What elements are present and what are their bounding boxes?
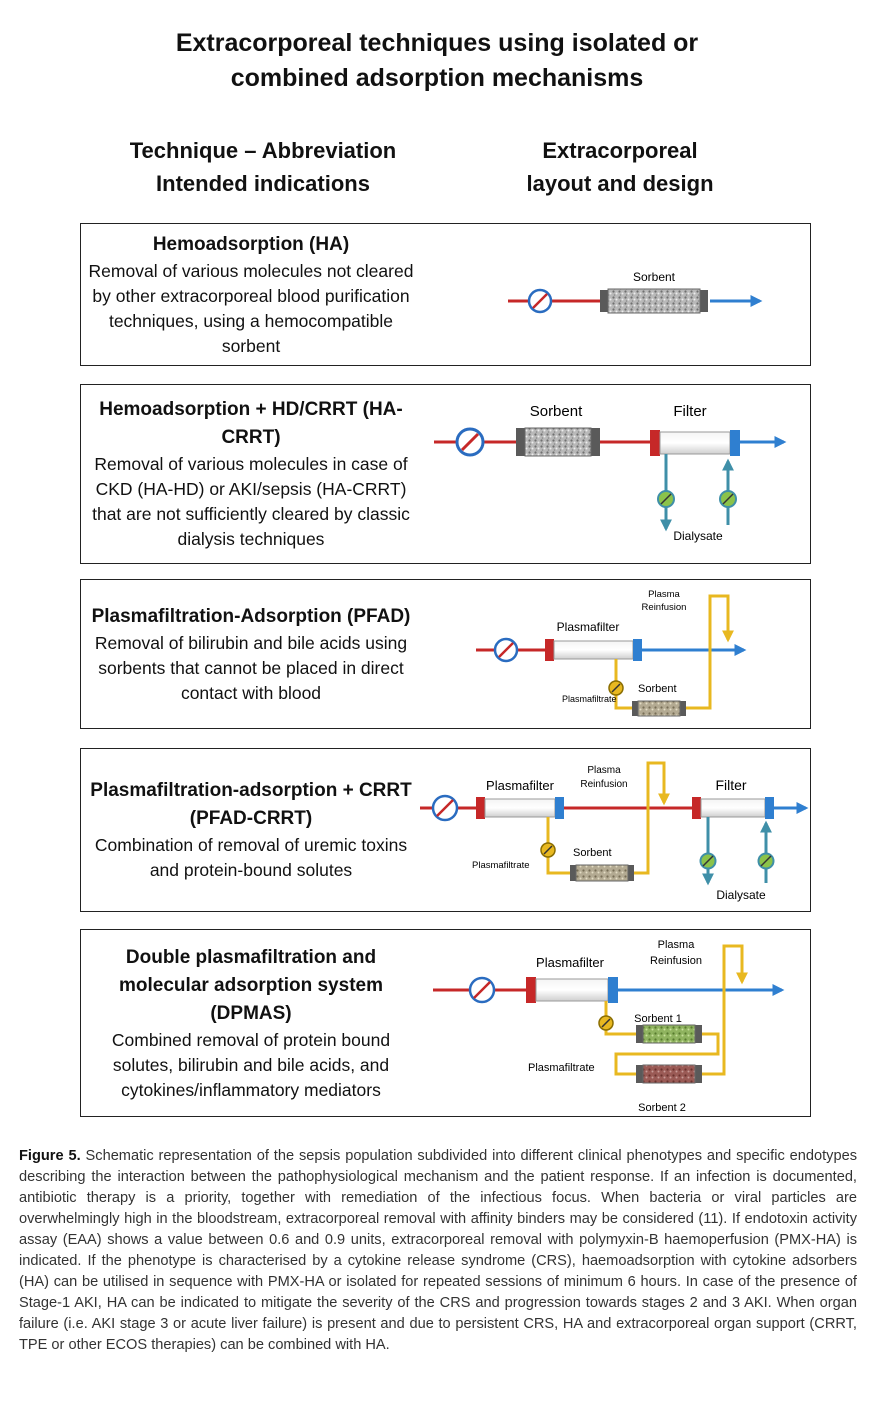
panel-dpmas: Double plasmafiltration and molecular ad… <box>80 929 811 1117</box>
panel-ha-crrt-text: Hemoadsorption + HD/CRRT (HA-CRRT) Remov… <box>81 385 421 563</box>
panel-title: Plasmafiltration-Adsorption (PFAD) <box>91 605 411 627</box>
plasmafiltrate-line <box>546 817 570 875</box>
panel-pfad-crrt-text: Plasmafiltration-adsorption + CRRT (PFAD… <box>81 749 421 911</box>
plasmafilter-label: Plasmafilter <box>557 620 620 634</box>
plasmafilter-icon <box>526 977 618 1003</box>
sorbent-label: Sorbent <box>530 403 583 420</box>
plasmafiltrate-label: Plasmafiltrate <box>472 860 530 871</box>
blood-pump-icon <box>468 976 496 1004</box>
panel-description: Combined removal of protein bound solute… <box>111 1029 391 1100</box>
blood-pump-icon <box>493 637 519 663</box>
figure-caption-text: Schematic representation of the sepsis p… <box>19 1148 857 1353</box>
figure-caption-label: Figure 5. <box>19 1148 81 1164</box>
sorbent1-label: Sorbent 1 <box>634 1013 682 1025</box>
blood-pump-icon <box>431 794 459 822</box>
panel-description: Removal of various molecules not cleared… <box>88 260 414 356</box>
figure-title-line1: Extracorporeal techniques using isolated… <box>175 29 699 57</box>
hemofilter-icon <box>650 430 740 456</box>
sorbent-cartridge-icon <box>516 427 600 457</box>
sorbent-label: Sorbent <box>573 847 612 859</box>
dialysate-label: Dialysate <box>673 529 723 543</box>
pfad-crrt-diagram: Plasmafilter Plasma Reinfusion Filter So… <box>420 761 809 902</box>
panel-ha-crrt: Hemoadsorption + HD/CRRT (HA-CRRT) Remov… <box>80 384 811 564</box>
ha-diagram: Sorbent <box>508 270 763 314</box>
panel-title: Double plasmafiltration and molecular ad… <box>119 946 383 1024</box>
dpmas-diagram: Plasmafilter Plasma Reinfusion Sorbent 1… <box>433 939 785 1114</box>
figure-title: Extracorporeal techniques using isolated… <box>0 26 874 96</box>
panel-pfad: Plasmafiltration-Adsorption (PFAD) Remov… <box>80 579 811 729</box>
sorbent2-label: Sorbent 2 <box>638 1102 686 1114</box>
plasma-pump-icon <box>598 1015 614 1031</box>
plasma-pump-icon <box>608 680 624 696</box>
panel-ha: Hemoadsorption (HA) Removal of various m… <box>80 223 811 366</box>
column-header-technique-line1: Technique – Abbreviation <box>129 138 397 163</box>
plasma-reinfusion-arrow <box>702 944 748 1076</box>
sorbent-cartridge-icon <box>570 864 634 882</box>
plasma-reinfusion-label-line2: Reinfusion <box>642 602 687 613</box>
plasma-pump-icon <box>540 842 556 858</box>
sorbent-label: Sorbent <box>638 683 677 695</box>
dialysate-pump-icon <box>657 490 675 508</box>
figure-title-line2: combined adsorption mechanisms <box>230 64 644 92</box>
plasmafiltrate-label: Plasmafiltrate <box>528 1062 595 1074</box>
plasmafiltrate-line <box>614 659 632 710</box>
panel-description: Removal of various molecules in case of … <box>92 454 410 549</box>
plasmafilter-icon <box>476 797 564 819</box>
panel-pfad-text: Plasmafiltration-Adsorption (PFAD) Remov… <box>81 580 421 728</box>
figure-caption: Figure 5. Schematic representation of th… <box>19 1146 857 1356</box>
plasma-reinfusion-label-line1: Plasma <box>587 765 621 776</box>
column-header-technique-line2: Intended indications <box>156 171 370 196</box>
sorbent-cartridge-icon <box>632 700 686 717</box>
panel-description: Removal of bilirubin and bile acids usin… <box>94 632 408 703</box>
panel-title: Plasmafiltration-adsorption + CRRT (PFAD… <box>90 780 412 829</box>
sorbent-cartridge-icon <box>600 288 708 314</box>
plasma-reinfusion-label-line2: Reinfusion <box>580 779 627 790</box>
column-header-layout-line1: Extracorporeal <box>542 138 698 163</box>
plasma-reinfusion-arrow <box>686 594 734 710</box>
plasma-reinfusion-label-line1: Plasma <box>658 939 696 951</box>
plasmafilter-label: Plasmafilter <box>536 955 605 970</box>
hemofilter-icon <box>692 797 774 819</box>
filter-label: Filter <box>715 777 746 793</box>
blood-pump-icon <box>455 427 485 457</box>
sorbent1-cartridge-icon <box>636 1024 702 1044</box>
panel-dpmas-text: Double plasmafiltration and molecular ad… <box>81 930 421 1116</box>
dialysate-pump-icon <box>757 852 775 870</box>
plasma-reinfusion-label-line1: Plasma <box>648 589 680 600</box>
filter-label: Filter <box>673 403 706 420</box>
column-header-layout-line2: layout and design <box>526 171 714 196</box>
panel-title: Hemoadsorption + HD/CRRT (HA-CRRT) <box>99 399 403 448</box>
plasma-reinfusion-arrow <box>634 761 670 875</box>
panel-ha-text: Hemoadsorption (HA) Removal of various m… <box>81 224 421 365</box>
panel-description: Combination of removal of uremic toxins … <box>94 835 408 880</box>
column-header-technique: Technique – Abbreviation Intended indica… <box>80 134 446 200</box>
panel-title: Hemoadsorption (HA) <box>152 233 350 255</box>
blood-pump-icon <box>527 288 553 314</box>
sorbent-link-line <box>614 1032 720 1076</box>
plasma-reinfusion-label-line2: Reinfusion <box>650 955 702 967</box>
panel-pfad-crrt: Plasmafiltration-adsorption + CRRT (PFAD… <box>80 748 811 912</box>
sorbent2-cartridge-icon <box>636 1064 702 1084</box>
dialysate-label: Dialysate <box>716 888 766 902</box>
dialysate-pump-icon <box>699 852 717 870</box>
plasmafiltrate-label: Plasmafiltrate <box>562 694 617 704</box>
ha-crrt-diagram: Sorbent Filter Dialysate <box>434 403 787 543</box>
plasmafilter-icon <box>545 639 642 661</box>
pfad-diagram: Plasma Reinfusion Plasmafilter Sorbent P… <box>476 589 747 717</box>
plasmafiltrate-line <box>604 1001 636 1036</box>
dialysate-pump-icon <box>719 490 737 508</box>
plasmafilter-label: Plasmafilter <box>486 778 555 793</box>
column-header-layout: Extracorporeal layout and design <box>470 134 770 200</box>
sorbent-label: Sorbent <box>633 270 676 284</box>
